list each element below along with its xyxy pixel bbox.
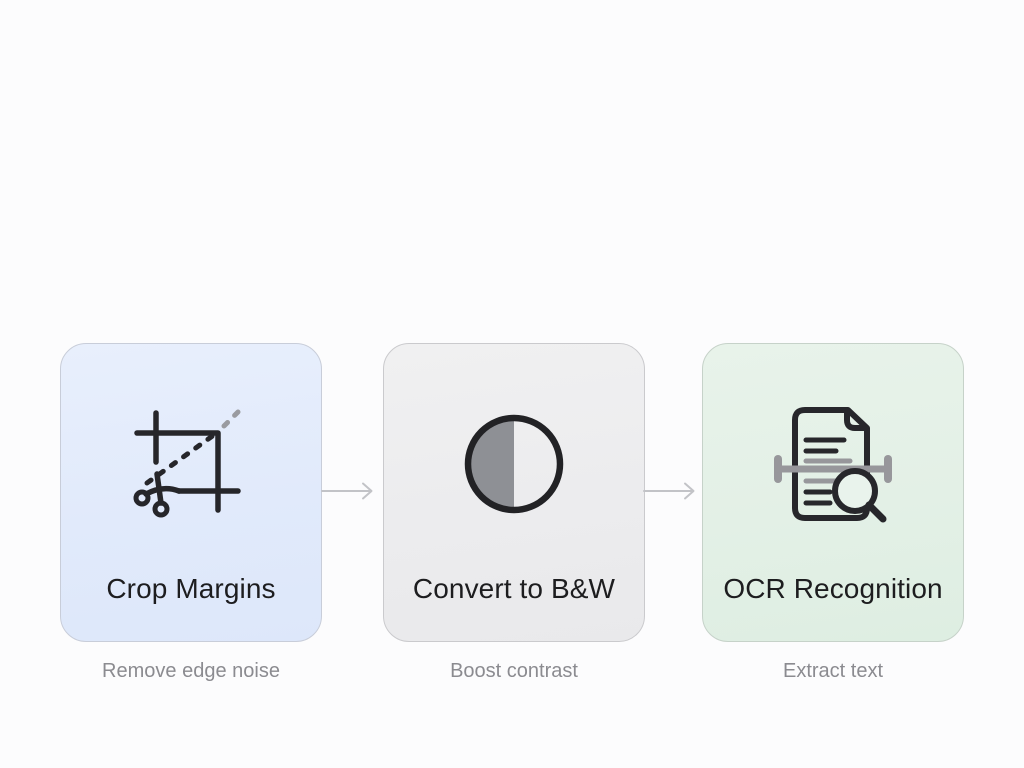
arrow-right-icon: [643, 481, 701, 501]
step-card-crop-margins[interactable]: Crop Margins: [60, 343, 322, 642]
step-subtitle: Extract text: [782, 660, 884, 682]
step-title: Convert to B&W: [412, 573, 616, 604]
arrow-right-icon: [321, 481, 379, 501]
step-title: Crop Margins: [106, 573, 276, 604]
step-card-convert-bw[interactable]: Convert to B&W: [383, 343, 645, 642]
half-circle-contrast-icon: [464, 402, 564, 526]
document-scanner-search-icon: [773, 402, 893, 526]
step-subtitle: Remove edge noise: [102, 660, 280, 682]
step-subtitle: Boost contrast: [450, 660, 578, 682]
crop-scissors-icon: [133, 402, 249, 526]
step-title: OCR Recognition: [723, 573, 943, 604]
step-card-ocr-recognition[interactable]: OCR Recognition: [702, 343, 964, 642]
